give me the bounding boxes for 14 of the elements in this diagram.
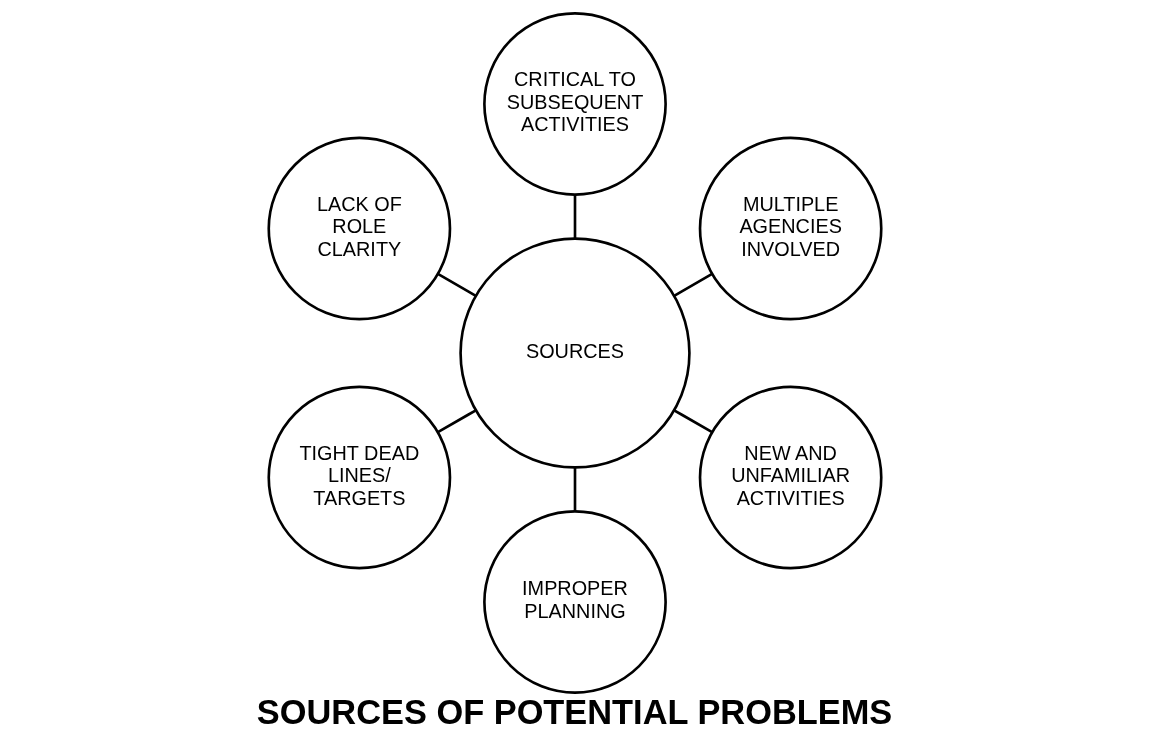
connector <box>673 272 713 297</box>
caption: SOURCES OF POTENTIAL PROBLEMS <box>256 693 892 732</box>
node-circle: LACK OF ROLE CLARITY <box>266 136 451 321</box>
node-circle: MULTIPLE AGENCIES INVOLVED <box>698 136 883 321</box>
node-circle: SOURCES <box>458 237 691 469</box>
node-circle: TIGHT DEAD LINES/ TARGETS <box>266 385 451 570</box>
node-circle: IMPROPER PLANNING <box>482 510 667 694</box>
connector <box>436 272 476 297</box>
connector <box>436 409 476 434</box>
node-circle: CRITICAL TO SUBSEQUENT ACTIVITIES <box>482 12 667 196</box>
node-circle: NEW AND UNFAMILIAR ACTIVITIES <box>698 385 883 570</box>
connector <box>573 195 576 239</box>
connector <box>673 409 713 434</box>
connector <box>573 467 576 512</box>
